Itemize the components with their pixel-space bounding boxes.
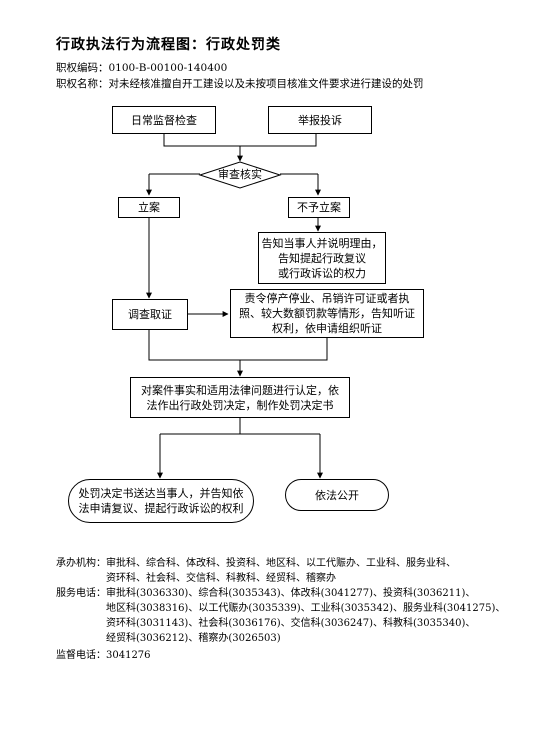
org-section: 承办机构：审批科、综合科、体改科、投资科、地区科、以工代赈办、工业科、服务业科、… (56, 556, 456, 586)
authority-code-value: 0100-B-00100-140400 (108, 62, 228, 74)
phone-section: 服务电话：审批科(3036330)、综合科(3035343)、体改科(30412… (56, 586, 505, 646)
decision-line: 法作出行政处罚决定，制作处罚决定书 (146, 398, 334, 412)
deliver-line: 处罚决定书送达当事人，并告知依 (78, 487, 244, 500)
review-label: 审查核实 (218, 168, 262, 181)
phone-line: 资环科(3031143)、社会科(3036176)、交信科(3036247)、科… (106, 618, 476, 629)
org-label: 承办机构： (56, 558, 106, 569)
authority-name: 职权名称：对未经核准擅自开工建设以及未按项目核准文件要求进行建设的处罚 (56, 76, 424, 91)
notify-box: 告知当事人并说明理由， 告知提起行政复议 或行政诉讼的权力 (258, 232, 386, 284)
phone-line: 地区科(3038316)、以工代赈办(3035339)、工业科(3035342)… (106, 603, 506, 614)
supervise-section: 监督电话：3041276 (56, 648, 151, 663)
phone-line: 经贸科(3036212)、稽察办(3026503) (106, 633, 281, 644)
notify-line: 或行政诉讼的权力 (278, 266, 366, 280)
report-box: 举报投诉 (268, 106, 372, 134)
hearing-notice-box: 责令停产停业、吊销许可证或者执 照、较大数额罚款等情形，告知听证 权利，依申请组… (230, 289, 424, 338)
disclose-box: 依法公开 (285, 479, 389, 511)
supervise-label: 监督电话： (56, 650, 106, 661)
merge-line-2 (148, 330, 328, 361)
deliver-line: 法申请复议、提起行政诉讼的权利 (78, 502, 244, 515)
notify-line: 告知提起行政复议 (278, 251, 366, 265)
decision-line: 对案件事实和适用法律问题进行认定，依 (141, 383, 339, 397)
deliver-box: 处罚决定书送达当事人，并告知依 法申请复议、提起行政诉讼的权利 (68, 479, 254, 523)
review-diamond (198, 161, 282, 189)
supervise-value: 3041276 (106, 650, 151, 661)
authority-name-label: 职权名称： (56, 78, 109, 90)
org-line: 审批科、综合科、体改科、投资科、地区科、以工代赈办、工业科、服务业科、 (106, 558, 456, 569)
authority-code-label: 职权编码： (56, 62, 109, 74)
phone-line: 审批科(3036330)、综合科(3035343)、体改科(3041277)、投… (106, 588, 476, 599)
not-file-box: 不予立案 (288, 197, 350, 218)
daily-check-box: 日常监督检查 (112, 106, 216, 134)
decision-box: 对案件事实和适用法律问题进行认定，依 法作出行政处罚决定，制作处罚决定书 (130, 377, 350, 418)
phone-label: 服务电话： (56, 588, 106, 599)
notify-line: 告知当事人并说明理由， (261, 236, 383, 250)
investigate-box: 调查取证 (112, 299, 188, 330)
authority-code: 职权编码：0100-B-00100-140400 (56, 60, 227, 75)
hearing-line: 权利，依申请组织听证 (272, 322, 382, 335)
hearing-line: 照、较大数额罚款等情形，告知听证 (239, 307, 415, 320)
org-line: 资环科、社会科、交信科、科教科、经贸科、稽察办 (106, 573, 336, 584)
merge-line (163, 134, 317, 147)
page-title: 行政执法行为流程图：行政处罚类 (56, 37, 281, 53)
authority-name-value: 对未经核准擅自开工建设以及未按项目核准文件要求进行建设的处罚 (108, 78, 424, 90)
hearing-line: 责令停产停业、吊销许可证或者执 (244, 292, 410, 305)
file-case-box: 立案 (118, 197, 180, 218)
